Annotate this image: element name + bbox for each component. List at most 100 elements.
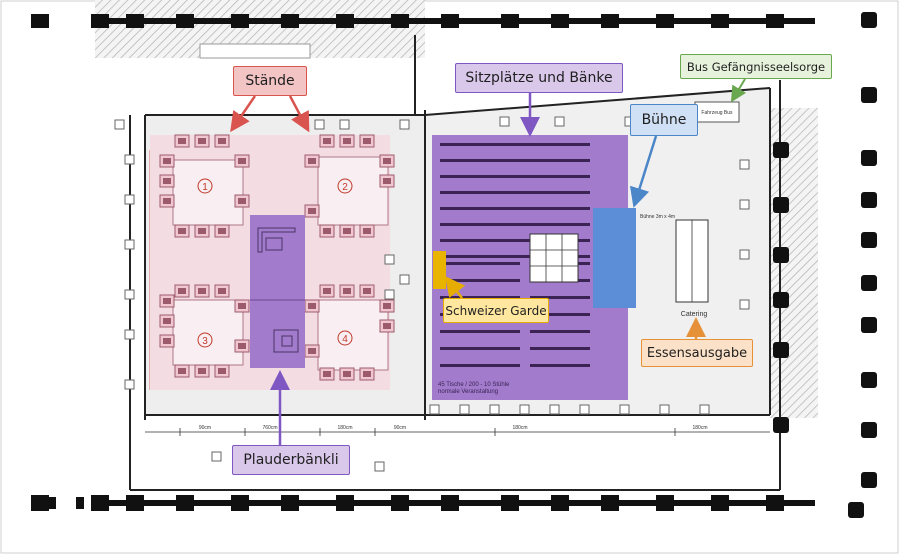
- pillar: [861, 472, 877, 488]
- stand-table: [363, 138, 371, 144]
- fixture-square: [124, 194, 135, 205]
- stand-table: [308, 348, 316, 354]
- callout-essen: Essensausgabe: [641, 339, 753, 367]
- stand-table: [363, 228, 371, 234]
- fixture-square: [739, 159, 750, 170]
- seat-row: [440, 364, 520, 367]
- stand-table: [323, 288, 331, 294]
- pillar: [31, 14, 49, 28]
- stand-table: [163, 338, 171, 344]
- seat-row: [530, 347, 590, 350]
- dimension-label: 90cm: [394, 425, 406, 431]
- dimension-label: 180cm: [337, 425, 352, 431]
- stand-table: [163, 198, 171, 204]
- fixture-square: [124, 329, 135, 340]
- pillar: [848, 502, 864, 518]
- pillars: [31, 12, 877, 518]
- seat-row: [440, 330, 520, 333]
- seat-row: [530, 330, 590, 333]
- stand-number-1: 1: [197, 178, 213, 194]
- callout-plauder: Plauderbänkli: [232, 445, 350, 475]
- fixture-square: [384, 289, 395, 300]
- seat-row: [530, 313, 590, 316]
- stand-table: [383, 303, 391, 309]
- stand-table: [238, 198, 246, 204]
- pillar: [773, 197, 789, 213]
- pillar: [861, 372, 877, 388]
- stand-table: [343, 138, 351, 144]
- stand-table: [238, 303, 246, 309]
- fixture-square: [579, 404, 590, 415]
- stand-number-2: 2: [337, 178, 353, 194]
- fixture-square: [314, 119, 325, 130]
- stand-table: [178, 368, 186, 374]
- beam: [95, 500, 815, 506]
- seat-row: [440, 262, 520, 265]
- pillar: [861, 317, 877, 333]
- dimension-label: 760cm: [262, 425, 277, 431]
- fixture-square: [124, 289, 135, 300]
- arrow-garde: [444, 276, 466, 299]
- svg-text:3: 3: [202, 336, 208, 347]
- arrow-bus: [730, 78, 747, 103]
- pillar: [773, 342, 789, 358]
- stand-table: [323, 138, 331, 144]
- pillar: [31, 495, 49, 511]
- stand-table: [323, 228, 331, 234]
- seat-row: [440, 175, 590, 178]
- stand-table: [238, 158, 246, 164]
- pillar: [76, 497, 84, 509]
- seat-row: [440, 255, 590, 258]
- stand-table: [198, 228, 206, 234]
- seat-row: [440, 143, 590, 146]
- dimension-label: 180cm: [512, 425, 527, 431]
- fixture-square: [519, 404, 530, 415]
- stand-table: [238, 343, 246, 349]
- fixture-square: [739, 249, 750, 260]
- fixture-square: [499, 116, 510, 127]
- beam: [95, 18, 815, 24]
- pillar: [773, 142, 789, 158]
- stand-table: [343, 371, 351, 377]
- svg-text:4: 4: [342, 334, 348, 345]
- pillar: [773, 292, 789, 308]
- seat-row: [440, 207, 590, 210]
- arrow-staende-1: [230, 95, 257, 133]
- stand-table: [383, 323, 391, 329]
- fixture-square: [489, 404, 500, 415]
- fixture-square: [699, 404, 710, 415]
- stand-table: [218, 368, 226, 374]
- pillar: [861, 12, 877, 28]
- pillar: [773, 247, 789, 263]
- stand-table: [383, 178, 391, 184]
- pillar: [861, 232, 877, 248]
- fixture-square: [124, 379, 135, 390]
- stand-table: [198, 288, 206, 294]
- fixture-square: [114, 119, 125, 130]
- stand-table: [343, 288, 351, 294]
- arrow-buehne: [629, 135, 658, 208]
- fixture-square: [124, 239, 135, 250]
- svg-text:2: 2: [342, 182, 348, 193]
- stand-table: [343, 228, 351, 234]
- seat-row: [440, 296, 520, 299]
- fixture-square: [429, 404, 440, 415]
- stand-table: [218, 228, 226, 234]
- stand-table: [363, 371, 371, 377]
- stand-table: [198, 368, 206, 374]
- dimension-label: 180cm: [692, 425, 707, 431]
- stand-table: [178, 228, 186, 234]
- fixture-square: [659, 404, 670, 415]
- seat-row: [440, 159, 590, 162]
- fixture-square: [739, 299, 750, 310]
- stage-label: Bühne 3m x 4m: [640, 214, 675, 220]
- stand-table: [308, 158, 316, 164]
- seat-row: [530, 296, 590, 299]
- fixture-square: [459, 404, 470, 415]
- stand-table: [308, 208, 316, 214]
- seating-note-1: 45 Tische / 200 - 10 Stühle: [438, 382, 510, 388]
- stand-table: [163, 178, 171, 184]
- stand-table: [308, 303, 316, 309]
